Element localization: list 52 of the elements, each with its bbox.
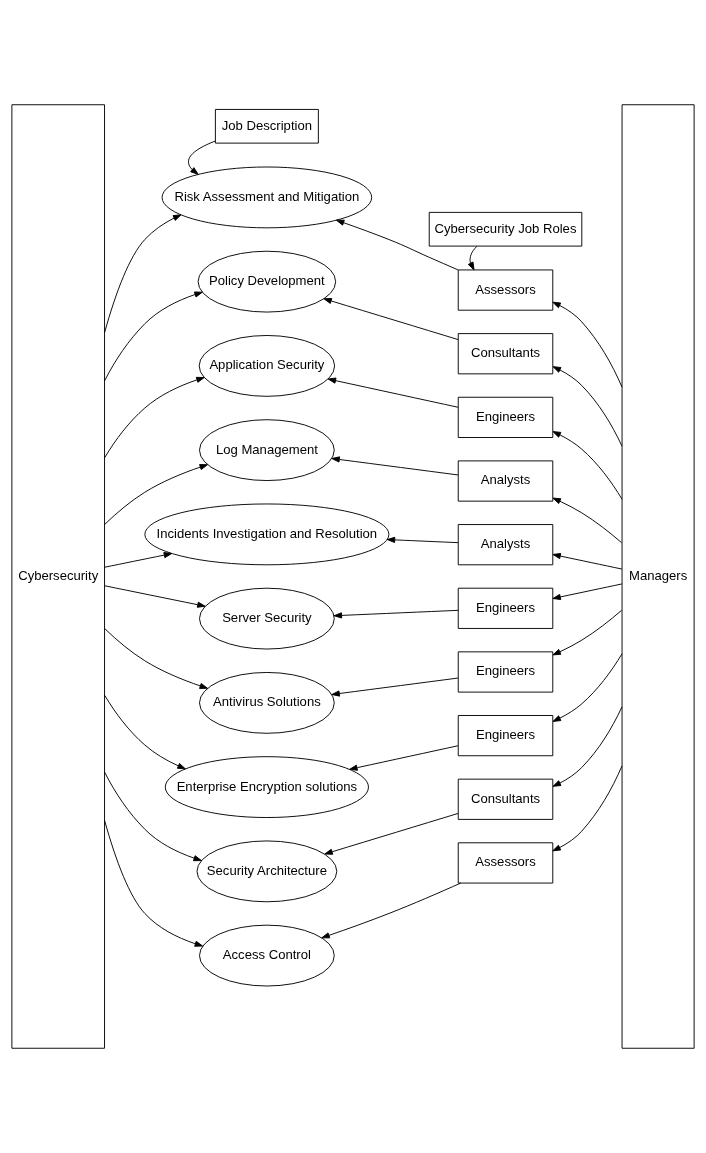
arrow xyxy=(349,745,459,771)
arrow xyxy=(552,765,623,852)
node-box: Engineers xyxy=(457,715,554,757)
arrow xyxy=(104,628,208,689)
node-box: Consultants xyxy=(457,778,554,820)
node-box: Job Description xyxy=(214,108,319,144)
node-ellipse: Access Control xyxy=(199,924,335,987)
arrow xyxy=(552,653,623,722)
arrow xyxy=(104,376,205,459)
node-ellipse: Policy Development xyxy=(197,250,337,313)
arrow xyxy=(323,297,459,341)
arrow xyxy=(104,464,208,525)
arrow xyxy=(552,583,623,600)
node-ellipse: Server Security xyxy=(199,587,335,650)
arrow xyxy=(324,813,459,855)
arrow xyxy=(552,553,623,570)
arrow xyxy=(552,706,623,787)
node-box: Consultants xyxy=(457,333,554,375)
arrow xyxy=(467,245,478,271)
arrow xyxy=(104,771,202,862)
arrow xyxy=(104,694,186,770)
arrow xyxy=(104,585,206,608)
arrow xyxy=(331,677,459,697)
node-box: Analysts xyxy=(457,524,554,566)
node-ellipse: Security Architecture xyxy=(196,840,338,903)
arrow xyxy=(335,219,459,271)
node-box: Engineers xyxy=(457,587,554,629)
arrow xyxy=(104,214,182,334)
node-box: Cybersecurity Job Roles xyxy=(428,211,583,247)
arrow xyxy=(104,819,204,947)
node-box: Managers xyxy=(621,104,695,1049)
arrow xyxy=(104,291,203,382)
node-ellipse: Incidents Investigation and Resolution xyxy=(144,503,390,566)
arrow xyxy=(386,536,459,544)
arrow xyxy=(333,609,459,619)
arrow xyxy=(552,609,623,656)
node-box: Engineers xyxy=(457,396,554,438)
arrow xyxy=(552,366,623,447)
arrow xyxy=(104,552,173,568)
node-box: Analysts xyxy=(457,460,554,502)
node-box: Assessors xyxy=(457,269,554,311)
node-box: Cybersecurity xyxy=(11,104,105,1049)
arrow xyxy=(331,456,459,476)
arrow xyxy=(321,882,462,939)
arrow xyxy=(552,497,623,544)
arrow xyxy=(188,140,216,175)
arrow xyxy=(552,301,623,388)
arrow xyxy=(552,431,623,500)
arrow xyxy=(327,377,459,408)
node-box: Engineers xyxy=(457,651,554,693)
node-ellipse: Enterprise Encryption solutions xyxy=(164,756,369,818)
node-box: Assessors xyxy=(457,842,554,884)
